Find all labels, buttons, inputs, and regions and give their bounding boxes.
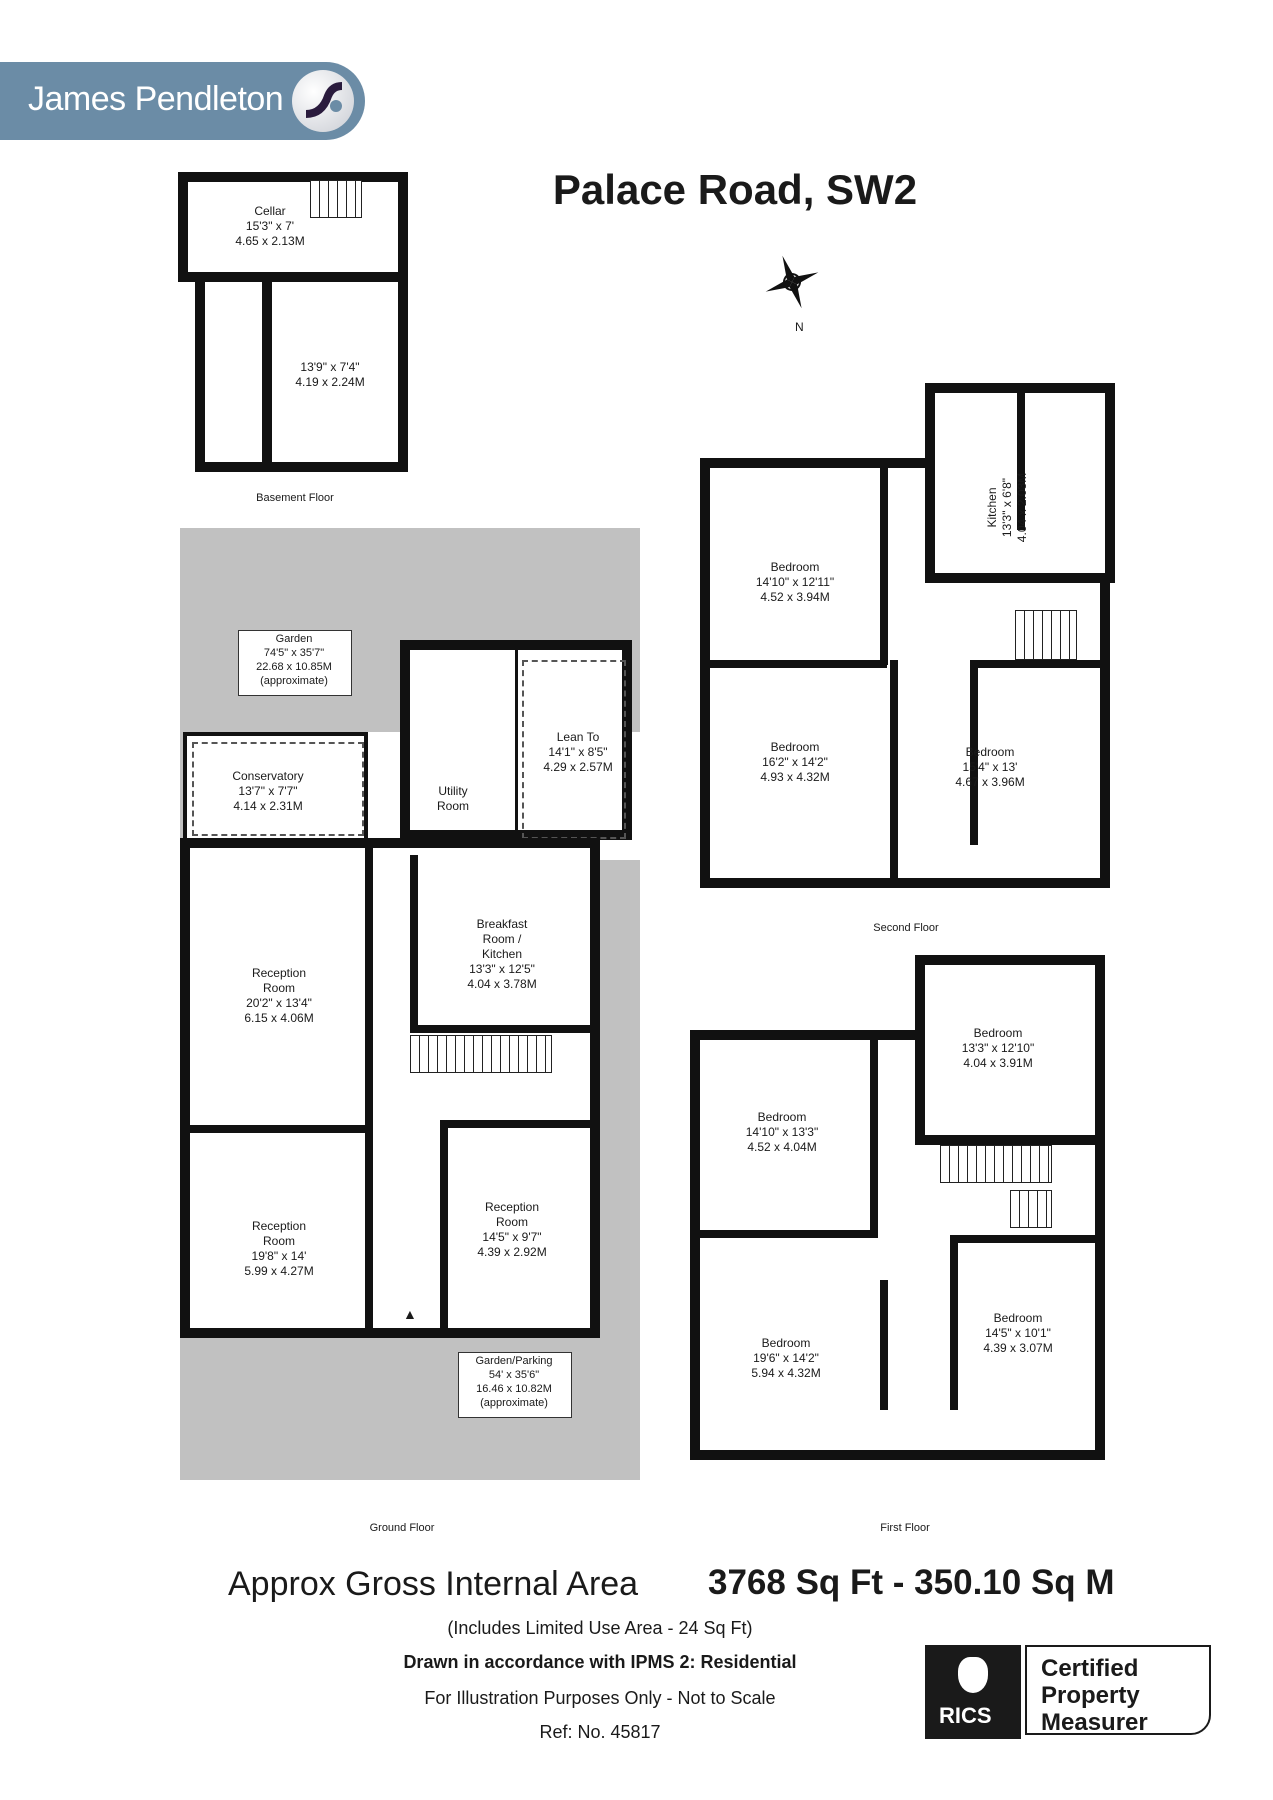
reference-number: Ref: No. 45817 xyxy=(539,1722,661,1742)
floor-label-basement: Basement Floor xyxy=(256,492,334,504)
room-label-reception-room-2: Reception Room 19'8" x 14' 5.99 x 4.27M xyxy=(244,1219,314,1278)
area-value: 3768 Sq Ft - 350.10 Sq M xyxy=(708,1563,1115,1602)
brand-name: James Pendleton xyxy=(28,80,284,118)
room-label-bedroom-1f-2: Bedroom 14'10" x 13'3" 4.52 x 4.04M xyxy=(745,1110,819,1154)
floor-label-first: First Floor xyxy=(880,1522,930,1534)
ipms-standard: Drawn in accordance with IPMS 2: Residen… xyxy=(403,1652,797,1672)
entrance-arrow-icon: ▲ xyxy=(403,1306,417,1322)
room-label-garden: Garden 74'5" x 35'7" 22.68 x 10.85M (app… xyxy=(256,633,332,687)
room-label-basement-store: 13'9" x 7'4" 4.19 x 2.24M xyxy=(295,360,365,389)
room-label-kitchen-2f: Kitchen 13'3" x 6'8" 4.04 x 2.03M xyxy=(985,472,1030,543)
lion-icon xyxy=(958,1657,988,1693)
room-label-bedroom-2f-3: Bedroom 15'4" x 13' 4.67 x 3.96M xyxy=(955,745,1025,789)
compass-icon xyxy=(762,252,822,312)
room-label-bedroom-1f-4: Bedroom 14'5" x 10'1" 4.39 x 3.07M xyxy=(983,1311,1053,1355)
floor-label-ground: Ground Floor xyxy=(369,1522,435,1534)
limited-use-note: (Includes Limited Use Area - 24 Sq Ft) xyxy=(447,1618,753,1638)
rics-logo: RICS xyxy=(925,1645,1021,1739)
page-title: Palace Road, SW2 xyxy=(552,166,918,213)
certified-measurer-label: Certified Property Measurer xyxy=(1025,1645,1211,1736)
rics-badge: RICS Certified Property Measurer xyxy=(925,1645,1215,1739)
brand-logo-icon xyxy=(292,70,354,132)
room-label-reception-room-1: Reception Room 20'2" x 13'4" 6.15 x 4.06… xyxy=(244,966,314,1025)
room-label-lean-to: Lean To 14'1" x 8'5" 4.29 x 2.57M xyxy=(543,730,613,774)
room-label-bedroom-1f-3: Bedroom 19'6" x 14'2" 5.94 x 4.32M xyxy=(751,1336,821,1380)
room-label-garden-parking: Garden/Parking 54' x 35'6" 16.46 x 10.82… xyxy=(475,1355,553,1409)
room-label-bedroom-2f-1: Bedroom 14'10" x 12'11" 4.52 x 3.94M xyxy=(755,560,835,604)
room-label-cellar: Cellar 15'3" x 7' 4.65 x 2.13M xyxy=(235,204,305,248)
room-label-conservatory: Conservatory 13'7" x 7'7" 4.14 x 2.31M xyxy=(232,769,304,813)
floor-label-second: Second Floor xyxy=(873,922,939,934)
room-label-reception-room-3: Reception Room 14'5" x 9'7" 4.39 x 2.92M xyxy=(477,1200,547,1259)
room-label-bedroom-1f-1: Bedroom 13'3" x 12'10" 4.04 x 3.91M xyxy=(961,1026,1035,1070)
room-label-breakfast-kitchen: Breakfast Room / Kitchen 13'3" x 12'5" 4… xyxy=(467,917,537,991)
compass-label: N xyxy=(795,320,804,334)
room-label-bedroom-2f-2: Bedroom 16'2" x 14'2" 4.93 x 4.32M xyxy=(760,740,830,784)
room-label-utility-room: Utility Room xyxy=(436,784,470,813)
disclaimer: For Illustration Purposes Only - Not to … xyxy=(424,1688,776,1708)
area-label: Approx Gross Internal Area xyxy=(228,1565,639,1603)
